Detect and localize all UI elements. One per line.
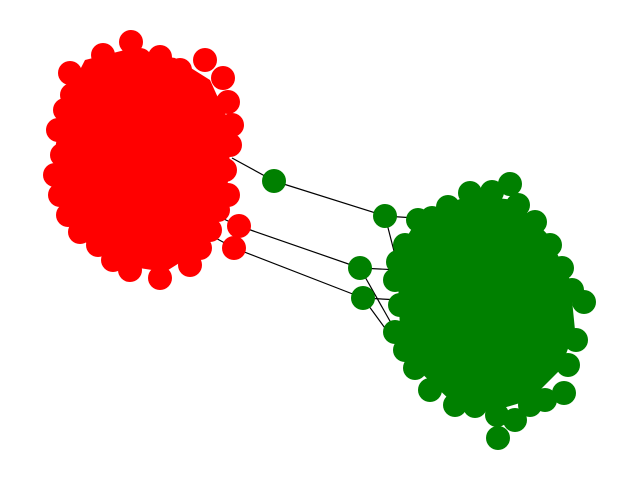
- green-node-16: [518, 393, 542, 417]
- green-node-17: [503, 408, 527, 432]
- green-node-8: [538, 233, 562, 257]
- red-node-40: [188, 138, 212, 162]
- red-node-30: [168, 58, 192, 82]
- bridge-nodes: [222, 169, 510, 450]
- green-node-7: [523, 210, 547, 234]
- edge-red-bridge-1-to-green-3: [238, 225, 361, 269]
- red-node-9: [218, 133, 242, 157]
- green-node-14: [552, 381, 576, 405]
- green-node-21: [418, 378, 442, 402]
- edge-bridge-1-to-2: [273, 180, 386, 217]
- red-node-23: [43, 163, 67, 187]
- green-node-4: [480, 180, 504, 204]
- red-node-3: [193, 48, 217, 72]
- red-node-38: [148, 208, 172, 232]
- edge-red-bridge-2-to-green-4: [233, 247, 364, 299]
- red-node-33: [168, 108, 192, 132]
- green-node-31: [458, 308, 482, 332]
- green-node-6: [506, 193, 530, 217]
- green-bridge-node-1: [262, 169, 286, 193]
- red-node-39: [78, 168, 102, 192]
- red-node-18: [101, 248, 125, 272]
- red-bridge-node-1: [227, 214, 251, 238]
- red-node-41: [128, 228, 152, 252]
- red-node-22: [48, 183, 72, 207]
- green-node-12: [564, 328, 588, 352]
- green-node-22: [403, 356, 427, 380]
- red-node-16: [148, 266, 172, 290]
- red-node-0: [119, 30, 143, 54]
- red-node-15: [178, 253, 202, 277]
- red-node-35: [138, 148, 162, 172]
- red-node-12: [206, 198, 230, 222]
- red-node-7: [216, 90, 240, 114]
- green-node-2: [436, 195, 460, 219]
- green-node-35: [528, 288, 552, 312]
- green-node-18: [485, 403, 509, 427]
- green-node-13: [556, 353, 580, 377]
- green-node-25: [388, 293, 412, 317]
- red-node-36: [178, 168, 202, 192]
- red-node-42: [163, 233, 187, 257]
- green-node-28: [393, 233, 417, 257]
- red-node-32: [108, 98, 132, 122]
- red-node-31: [138, 78, 162, 102]
- red-node-20: [68, 220, 92, 244]
- green-node-36: [418, 288, 442, 312]
- red-node-27: [60, 83, 84, 107]
- green-node-34: [488, 358, 512, 382]
- red-node-24: [50, 143, 74, 167]
- green-bridge-node-3: [348, 256, 372, 280]
- red-node-34: [88, 138, 112, 162]
- red-node-29: [128, 48, 152, 72]
- green-node-3: [458, 181, 482, 205]
- green-node-19: [463, 394, 487, 418]
- green-node-23: [393, 338, 417, 362]
- red-node-28: [98, 58, 122, 82]
- red-node-8: [220, 113, 244, 137]
- green-node-9: [550, 256, 574, 280]
- green-node-26: [383, 268, 407, 292]
- green-node-32: [508, 318, 532, 342]
- green-bridge-node-2: [373, 204, 397, 228]
- green-node-11: [572, 290, 596, 314]
- green-node-20: [443, 393, 467, 417]
- green-node-30: [488, 268, 512, 292]
- red-node-6: [211, 66, 235, 90]
- red-node-10: [213, 158, 237, 182]
- green-node-33: [438, 348, 462, 372]
- red-node-19: [86, 233, 110, 257]
- green-node-5: [498, 172, 522, 196]
- red-node-37: [108, 188, 132, 212]
- red-node-25: [46, 118, 70, 142]
- green-node-29: [448, 248, 472, 272]
- green-node-37: [468, 218, 492, 242]
- green-node-24: [383, 320, 407, 344]
- red-community: [43, 30, 244, 290]
- green-bridge-node-4: [351, 286, 375, 310]
- red-bridge-node-2: [222, 236, 246, 260]
- green-community: [383, 172, 596, 432]
- red-node-4: [58, 61, 82, 85]
- green-pendant-node: [486, 426, 510, 450]
- red-node-21: [56, 203, 80, 227]
- red-node-43: [158, 88, 182, 112]
- red-node-2: [148, 45, 172, 69]
- red-node-13: [198, 218, 222, 242]
